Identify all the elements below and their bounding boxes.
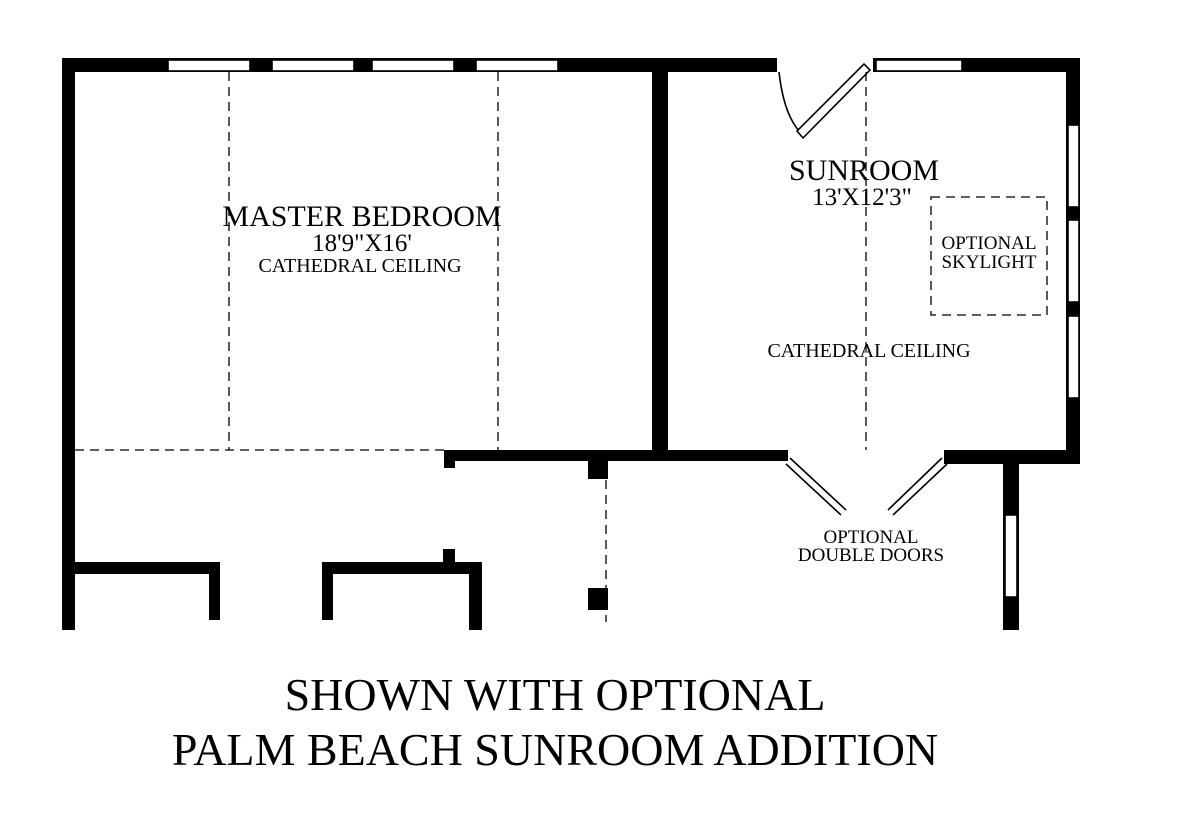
labels: MASTER BEDROOM 18'9"X16' CATHEDRAL CEILI…: [172, 154, 1037, 775]
door-leaf-left-b: [785, 463, 842, 516]
left-wall: [62, 58, 75, 630]
skylight-outline: [930, 196, 1048, 316]
closet-jamb-right-b: [469, 562, 482, 630]
door-opening: [777, 58, 873, 72]
window-2: [271, 59, 355, 72]
caption-line1: SHOWN WITH OPTIONAL: [285, 669, 826, 720]
window-5: [875, 59, 963, 72]
closet-wall-left: [62, 562, 220, 574]
closet-stub: [443, 549, 455, 565]
window-6: [1067, 124, 1080, 208]
master-bedroom-name: MASTER BEDROOM: [222, 200, 501, 233]
window-8: [1067, 315, 1080, 399]
double-doors-label-line2: DOUBLE DOORS: [798, 545, 944, 566]
window-3: [371, 59, 455, 72]
master-bedroom-dimensions: 18'9"X16': [312, 230, 412, 257]
closet-jamb-left: [209, 562, 220, 620]
windows: [167, 59, 1080, 598]
caption-line2: PALM BEACH SUNROOM ADDITION: [172, 724, 938, 775]
window-7: [1067, 219, 1080, 303]
window-4: [475, 59, 559, 72]
window-9: [1004, 514, 1018, 598]
bedroom-bottom-wall: [444, 450, 788, 461]
sunroom-name: SUNROOM: [789, 154, 939, 187]
door-leaf: [795, 62, 872, 140]
skylight-label-line2: SKYLIGHT: [942, 252, 1037, 273]
door-swing-arc: [778, 71, 803, 135]
sunroom-bottom-wall-right: [944, 450, 1080, 464]
closet-wall-right: [322, 562, 482, 574]
skylight-label-line1: OPTIONAL: [942, 233, 1037, 254]
closet-jamb-right-a: [322, 562, 333, 620]
double-doors-symbol: [785, 457, 948, 516]
sunroom-dimensions: 13'X12'3": [812, 184, 912, 211]
divider-wall: [652, 58, 668, 460]
column-lower: [588, 588, 608, 610]
door-leaf-right-a: [887, 457, 943, 511]
window-1: [167, 59, 251, 72]
ceiling-lines: [75, 72, 1048, 622]
sunroom-ceiling: CATHEDRAL CEILING: [767, 340, 970, 362]
master-bedroom-ceiling: CATHEDRAL CEILING: [258, 255, 461, 277]
door-leaf-left-a: [789, 457, 847, 511]
door-leaf-right-b: [892, 463, 948, 516]
wall-stub: [444, 450, 455, 468]
sunroom-door: [777, 58, 873, 140]
double-doors-label-line1: OPTIONAL: [824, 527, 919, 548]
column-upper: [588, 455, 608, 479]
